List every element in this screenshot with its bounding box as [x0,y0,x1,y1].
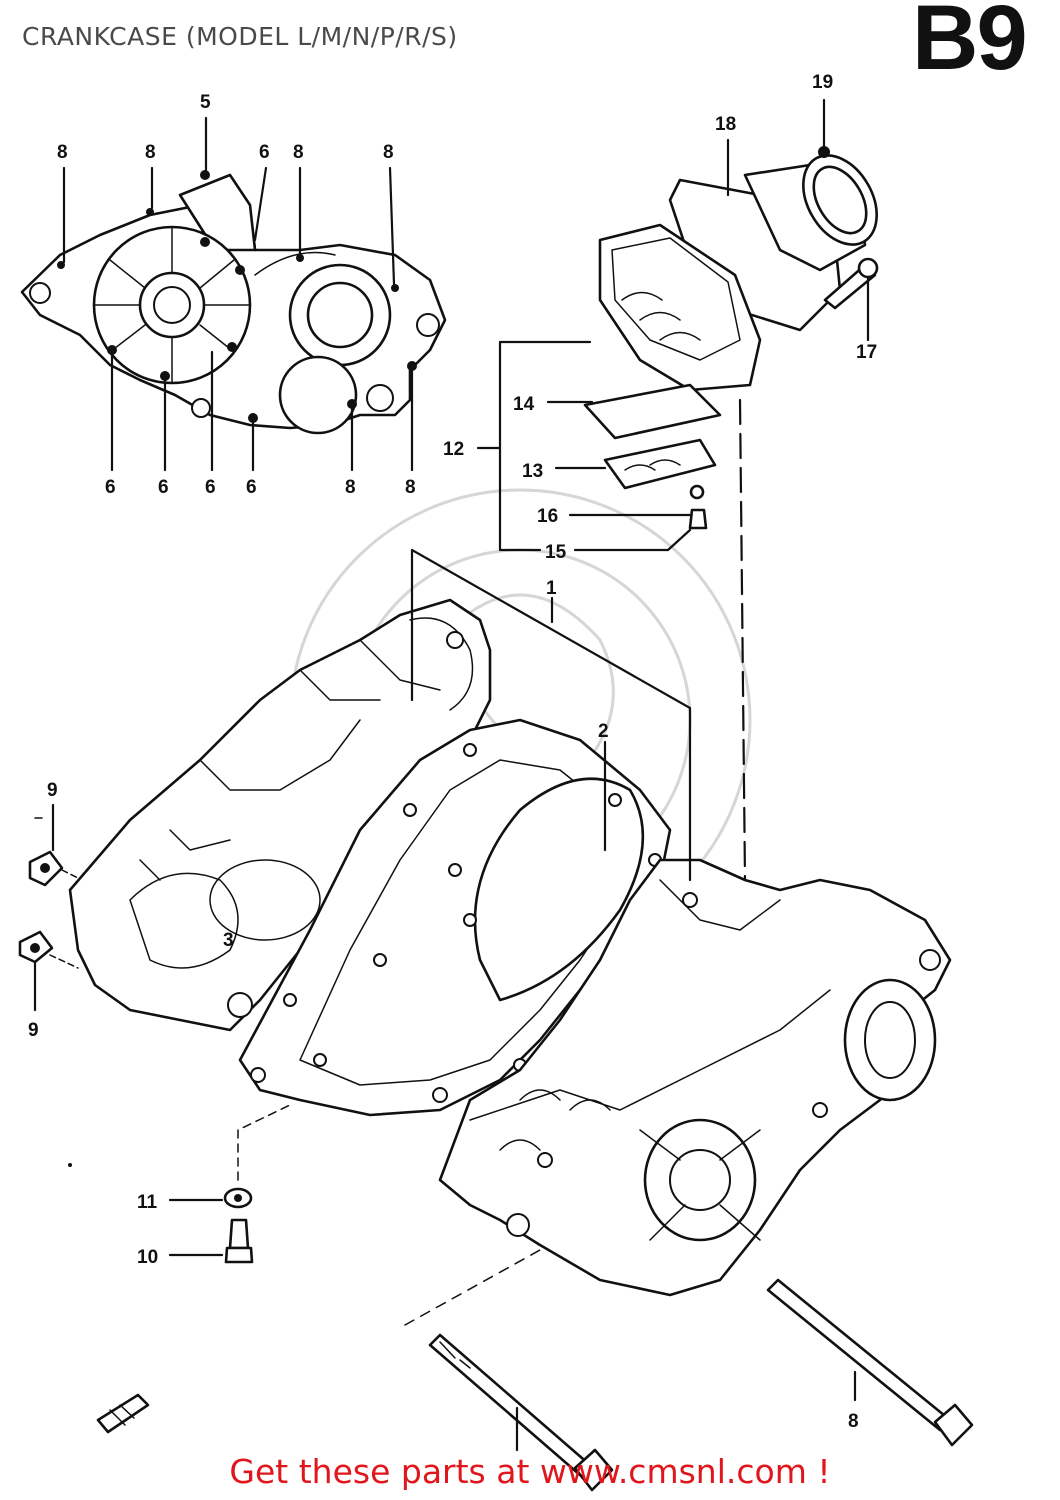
callout-18: 18 [715,114,736,135]
callout-6: 8 [57,142,68,163]
callout-5: 6 [246,477,257,498]
callout-13: 13 [522,461,543,482]
page-code: B9 [912,0,1028,89]
callout-6: 8 [345,477,356,498]
callout-6: 8 [293,142,304,163]
callout-9: 9 [28,1020,39,1041]
page-title: CRANKCASE (MODEL L/M/N/P/R/S) [22,22,458,51]
callout-15: 15 [545,542,567,563]
callout-6: 8 [405,477,416,498]
callout-5: 6 [205,477,216,498]
callout-6: 8 [383,142,394,163]
hardware-parts [18,803,974,1492]
callout-2: 2 [598,721,609,742]
footer-link[interactable]: Get these parts at www.cmsnl.com ! [229,1452,831,1491]
callout-17: 17 [856,342,877,363]
callout-8: 8 [848,1411,859,1432]
callout-1: 1 [546,578,557,599]
callout-12: 12 [443,439,464,460]
callout-5: 6 [105,477,116,498]
callout-10: 10 [137,1247,158,1268]
callout-5: 6 [158,477,169,498]
callout-19: 19 [812,72,833,93]
callout-4: 5 [200,92,211,113]
crankcase-half-small [20,116,447,472]
callout-labels: 5 8 8 6 8 8 6 6 6 6 8 8 19 18 17 14 12 1… [28,72,877,1432]
callout-5: 6 [259,142,270,163]
callout-16: 16 [537,506,558,527]
intake-reed-valve-assembly [476,98,879,882]
callout-11: 11 [137,1192,158,1213]
callout-14: 14 [513,394,535,415]
callout-6: 8 [145,142,156,163]
callout-3: 3 [223,930,234,951]
crankcase-main [68,548,952,1297]
callout-9: 9 [47,780,58,801]
